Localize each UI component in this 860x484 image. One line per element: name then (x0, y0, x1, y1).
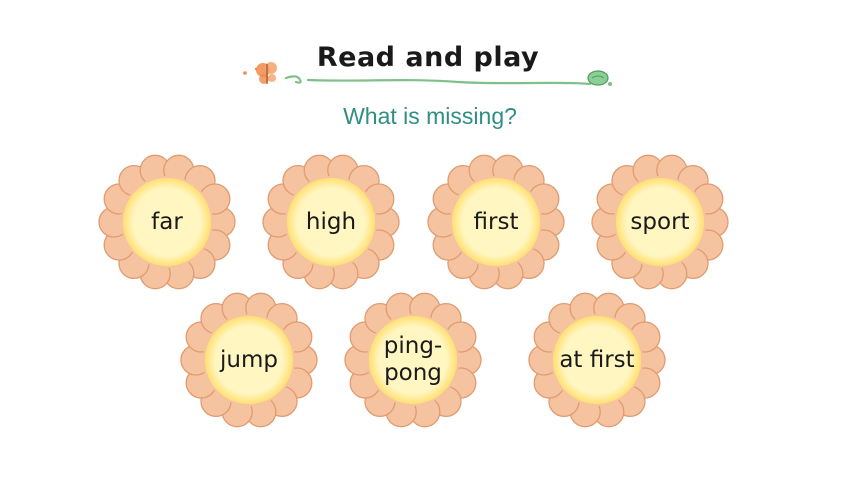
vine-decoration (243, 62, 612, 86)
flower-center (205, 316, 293, 404)
flower-icon (180, 292, 318, 428)
flower-word: ping-pong (383, 333, 443, 386)
flower-icon (528, 292, 666, 428)
flower-icon (98, 154, 236, 290)
flower-icon (262, 154, 400, 290)
page-title: Read and play (316, 42, 540, 73)
flower-card-jump[interactable]: jump (174, 285, 324, 435)
flower-icon (591, 154, 729, 290)
flower-word: first (473, 208, 519, 235)
flower-word: sport (630, 208, 690, 235)
flower-center (452, 178, 540, 266)
flower-card-ping-pong[interactable]: ping-pong (338, 285, 488, 435)
flower-card-far[interactable]: far (92, 147, 242, 297)
flower-word: high (305, 208, 357, 235)
flower-center (553, 316, 641, 404)
flower-word: far (151, 208, 183, 235)
header: Read and play (238, 38, 618, 94)
flower-card-at-first[interactable]: at first (522, 285, 672, 435)
flower-card-high[interactable]: high (256, 147, 406, 297)
butterfly-icon (256, 62, 277, 84)
flower-word: at first (559, 346, 635, 373)
flower-center (287, 178, 375, 266)
flower-icon (427, 154, 565, 290)
flower-word: jump (220, 346, 278, 373)
flower-center (123, 178, 211, 266)
flower-center (369, 316, 457, 404)
flower-center (616, 178, 704, 266)
flower-card-sport[interactable]: sport (585, 147, 735, 297)
flower-icon (344, 292, 482, 428)
subtitle: What is missing? (343, 103, 517, 129)
flower-card-first[interactable]: first (421, 147, 571, 297)
leaf-icon (587, 70, 612, 86)
